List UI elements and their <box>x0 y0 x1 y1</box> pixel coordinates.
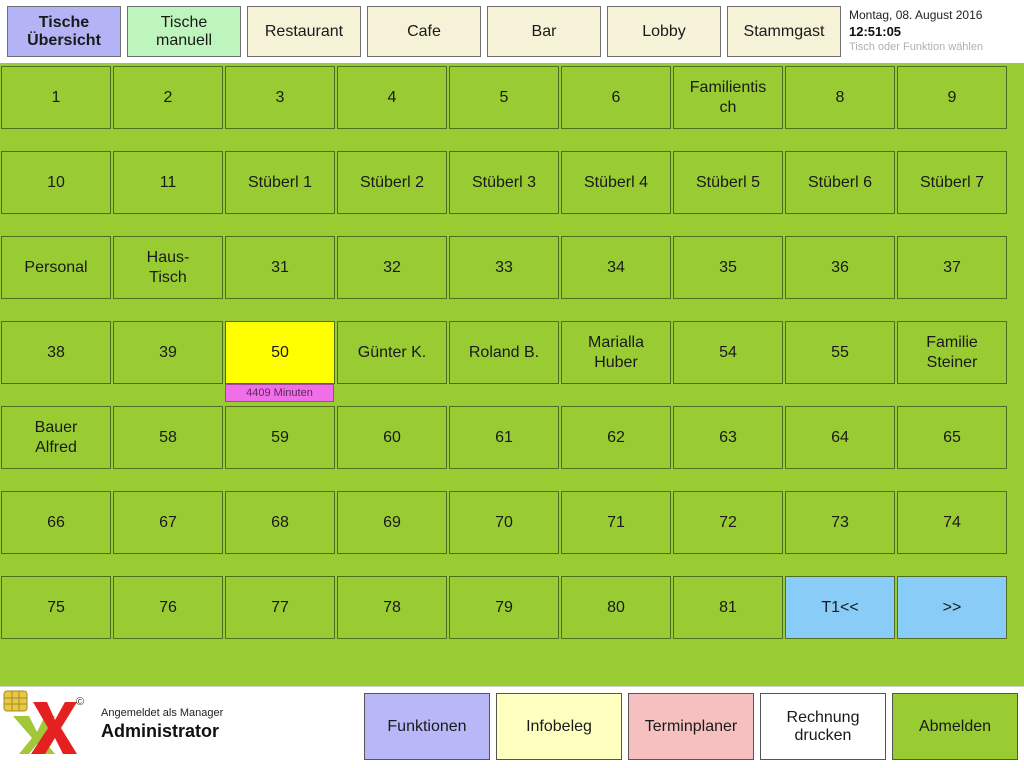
tab-restaurant[interactable]: Restaurant <box>247 6 361 57</box>
table-button[interactable]: 10 <box>1 151 111 214</box>
table-button[interactable]: Stüberl 5 <box>673 151 783 214</box>
table-button[interactable]: 32 <box>337 236 447 299</box>
table-button[interactable]: 54 <box>673 321 783 384</box>
table-button[interactable]: 69 <box>337 491 447 554</box>
current-time: 12:51:05 <box>849 24 902 39</box>
table-button[interactable]: 67 <box>113 491 223 554</box>
table-button[interactable]: 9 <box>897 66 1007 129</box>
table-button[interactable]: 78 <box>337 576 447 639</box>
table-button[interactable]: 60 <box>337 406 447 469</box>
table-button[interactable]: Familie Steiner <box>897 321 1007 384</box>
table-button[interactable]: Stüberl 2 <box>337 151 447 214</box>
table-button[interactable]: Roland B. <box>449 321 559 384</box>
table-button[interactable]: 11 <box>113 151 223 214</box>
tab-stammgast[interactable]: Stammgast <box>727 6 841 57</box>
table-button[interactable]: 33 <box>449 236 559 299</box>
funktionen-button[interactable]: Funktionen <box>364 693 490 760</box>
abmelden-button[interactable]: Abmelden <box>892 693 1018 760</box>
table-button[interactable]: 2 <box>113 66 223 129</box>
table-button[interactable]: 6 <box>561 66 671 129</box>
table-button[interactable]: Stüberl 7 <box>897 151 1007 214</box>
tab-tische-uebersicht[interactable]: Tische Übersicht <box>7 6 121 57</box>
tab-cafe[interactable]: Cafe <box>367 6 481 57</box>
table-button[interactable]: 68 <box>225 491 335 554</box>
chip-x-logo-icon <box>3 690 77 754</box>
table-button[interactable]: 59 <box>225 406 335 469</box>
copyright-mark: © <box>76 696 85 708</box>
table-button[interactable]: 8 <box>785 66 895 129</box>
table-button[interactable]: 4 <box>337 66 447 129</box>
table-button[interactable]: 64 <box>785 406 895 469</box>
table-button[interactable]: 1 <box>1 66 111 129</box>
table-button[interactable]: 79 <box>449 576 559 639</box>
table-button[interactable]: 37 <box>897 236 1007 299</box>
status-hint: Tisch oder Funktion wählen <box>849 41 984 53</box>
table-button[interactable]: 55 <box>785 321 895 384</box>
login-info: Angemeldet als Manager Administrator <box>101 706 223 742</box>
table-button[interactable]: 38 <box>1 321 111 384</box>
table-button[interactable]: 63 <box>673 406 783 469</box>
table-button[interactable]: 62 <box>561 406 671 469</box>
table-button[interactable]: 76 <box>113 576 223 639</box>
infobeleg-button[interactable]: Infobeleg <box>496 693 622 760</box>
app-logo: © <box>3 690 89 756</box>
table-button[interactable]: Stüberl 1 <box>225 151 335 214</box>
table-button[interactable]: 31 <box>225 236 335 299</box>
page-next-button[interactable]: >> <box>897 576 1007 639</box>
tab-tische-manuell[interactable]: Tische manuell <box>127 6 241 57</box>
table-button-occupied[interactable]: 50 <box>225 321 335 384</box>
table-button[interactable]: Stüberl 6 <box>785 151 895 214</box>
status-info: Montag, 08. August 2016 12:51:05 Tisch o… <box>849 8 983 54</box>
table-button[interactable]: 39 <box>113 321 223 384</box>
table-button[interactable]: Stüberl 3 <box>449 151 559 214</box>
table-button[interactable]: 80 <box>561 576 671 639</box>
table-button[interactable]: 75 <box>1 576 111 639</box>
tab-bar[interactable]: Bar <box>487 6 601 57</box>
current-date: Montag, 08. August 2016 <box>849 8 983 22</box>
table-button[interactable]: 72 <box>673 491 783 554</box>
table-button[interactable]: 73 <box>785 491 895 554</box>
occupied-timer-badge: 4409 Minuten <box>225 384 334 402</box>
table-button[interactable]: 66 <box>1 491 111 554</box>
user-name: Administrator <box>101 721 220 741</box>
table-button[interactable]: Haus- Tisch <box>113 236 223 299</box>
page-back-button[interactable]: T1<< <box>785 576 895 639</box>
table-button[interactable]: 65 <box>897 406 1007 469</box>
table-button[interactable]: Günter K. <box>337 321 447 384</box>
login-role-label: Angemeldet als Manager <box>101 707 224 719</box>
table-button[interactable]: Bauer Alfred <box>1 406 111 469</box>
table-button[interactable]: 81 <box>673 576 783 639</box>
table-button[interactable]: 70 <box>449 491 559 554</box>
top-bar: Tische Übersicht Tische manuell Restaura… <box>0 0 1024 63</box>
table-button[interactable]: 77 <box>225 576 335 639</box>
table-button[interactable]: Personal <box>1 236 111 299</box>
table-button[interactable]: 71 <box>561 491 671 554</box>
table-button[interactable]: 5 <box>449 66 559 129</box>
table-button[interactable]: Stüberl 4 <box>561 151 671 214</box>
table-button[interactable]: Marialla Huber <box>561 321 671 384</box>
table-button[interactable]: 58 <box>113 406 223 469</box>
table-button[interactable]: 34 <box>561 236 671 299</box>
tab-lobby[interactable]: Lobby <box>607 6 721 57</box>
terminplaner-button[interactable]: Terminplaner <box>628 693 754 760</box>
table-button[interactable]: Familientis ch <box>673 66 783 129</box>
table-button[interactable]: 61 <box>449 406 559 469</box>
rechnung-drucken-button[interactable]: Rechnung drucken <box>760 693 886 760</box>
table-button[interactable]: 74 <box>897 491 1007 554</box>
table-button[interactable]: 36 <box>785 236 895 299</box>
table-button[interactable]: 35 <box>673 236 783 299</box>
table-button[interactable]: 3 <box>225 66 335 129</box>
